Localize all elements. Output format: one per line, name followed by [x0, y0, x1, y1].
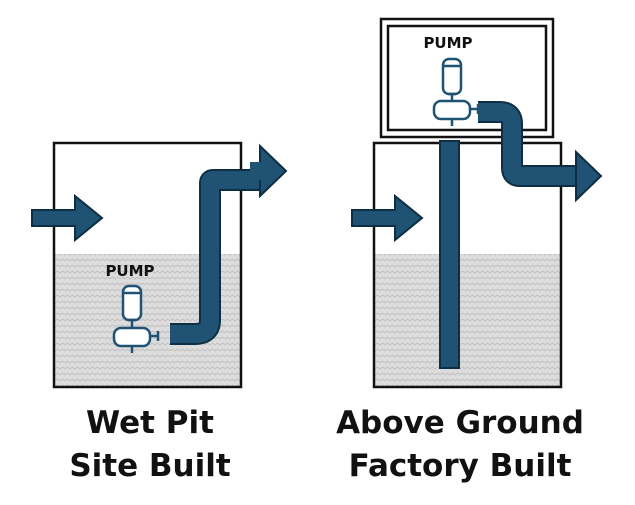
wet-pit-caption-line2: Site Built — [69, 448, 231, 484]
pump-house-outer — [379, 17, 555, 139]
left-pump-label: PUMP — [105, 262, 154, 280]
wet-pit-caption: Wet Pit Site Built — [30, 402, 270, 488]
above-ground-caption-line1: Above Ground — [336, 405, 584, 441]
right-pump-label: PUMP — [423, 34, 472, 52]
pump-icon — [432, 57, 480, 126]
suction-pipe — [439, 140, 460, 369]
wet-pit-caption-line1: Wet Pit — [86, 405, 214, 441]
above-ground-caption: Above Ground Factory Built — [320, 402, 600, 488]
pump-house-inner — [386, 24, 548, 132]
above-ground-caption-line2: Factory Built — [348, 448, 572, 484]
right-water — [374, 254, 561, 387]
inlet-arrow-icon — [31, 193, 104, 243]
inlet-arrow-icon — [351, 193, 424, 243]
left-tank — [52, 141, 243, 389]
above-ground-diagram: PUMP — [351, 17, 603, 389]
right-tank — [372, 141, 563, 389]
outlet-arrow-icon — [575, 149, 603, 203]
wet-pit-diagram: PUMP — [31, 141, 288, 389]
pump-icon — [112, 284, 160, 353]
